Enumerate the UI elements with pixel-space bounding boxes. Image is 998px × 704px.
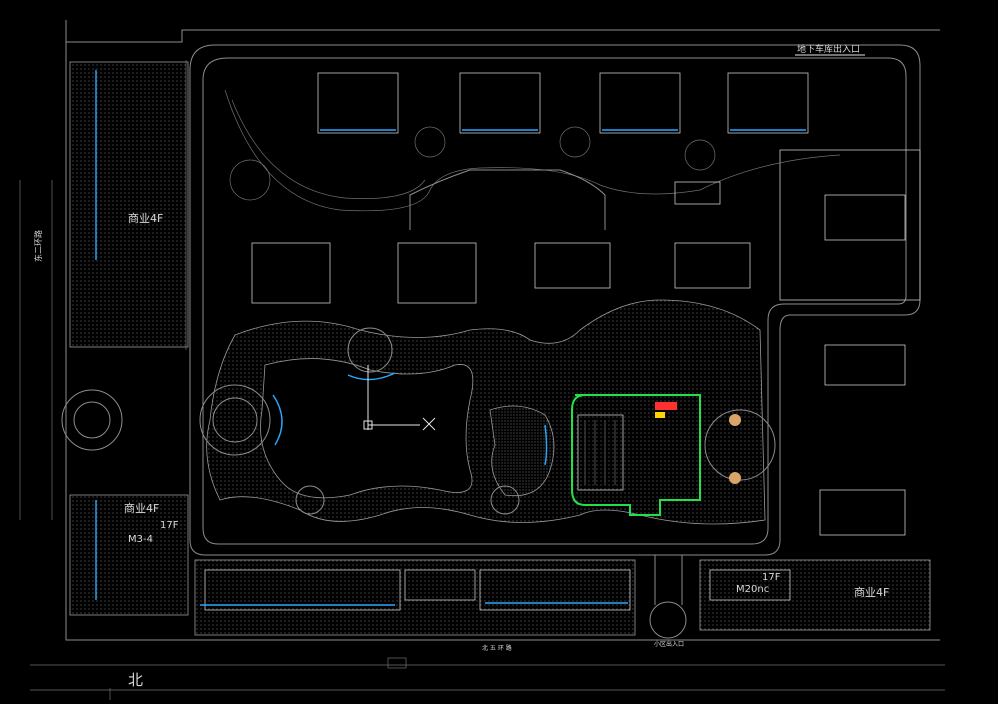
- label-unit-m20: M20nc: [736, 584, 769, 595]
- label-north: 北: [128, 671, 143, 689]
- right-buildings: [779, 149, 921, 536]
- label-commercial-right-bottom: 商业4F: [854, 585, 889, 599]
- central-lake: [61, 299, 766, 525]
- site-boundary: [19, 20, 945, 700]
- ucs-crosshair: [363, 365, 436, 431]
- bottom-commercial-strip: [194, 559, 931, 636]
- middle-residential-blocks: [251, 242, 751, 304]
- label-unit-m3-4: M3-4: [128, 534, 153, 545]
- bottom-entrance-plaza: [387, 555, 687, 669]
- clubhouse: [571, 394, 776, 516]
- label-17f-left: 17F: [160, 520, 179, 531]
- label-entrance-bottom: 小区出入口: [654, 640, 684, 648]
- label-17f-right: 17F: [762, 572, 781, 583]
- label-commercial-left-top: 商业4F: [128, 211, 163, 225]
- label-road-bottom: 北 五 环 路: [482, 644, 512, 652]
- label-entrance-top: 地下车库出入口: [797, 43, 860, 55]
- landscape-curves-top: [224, 89, 841, 230]
- left-commercial-strip: [69, 60, 189, 616]
- label-street-left: 东二环路: [33, 230, 43, 262]
- top-residential-blocks: [317, 72, 809, 134]
- perimeter-road: [189, 44, 921, 556]
- label-commercial-left-bottom: 商业4F: [124, 501, 159, 515]
